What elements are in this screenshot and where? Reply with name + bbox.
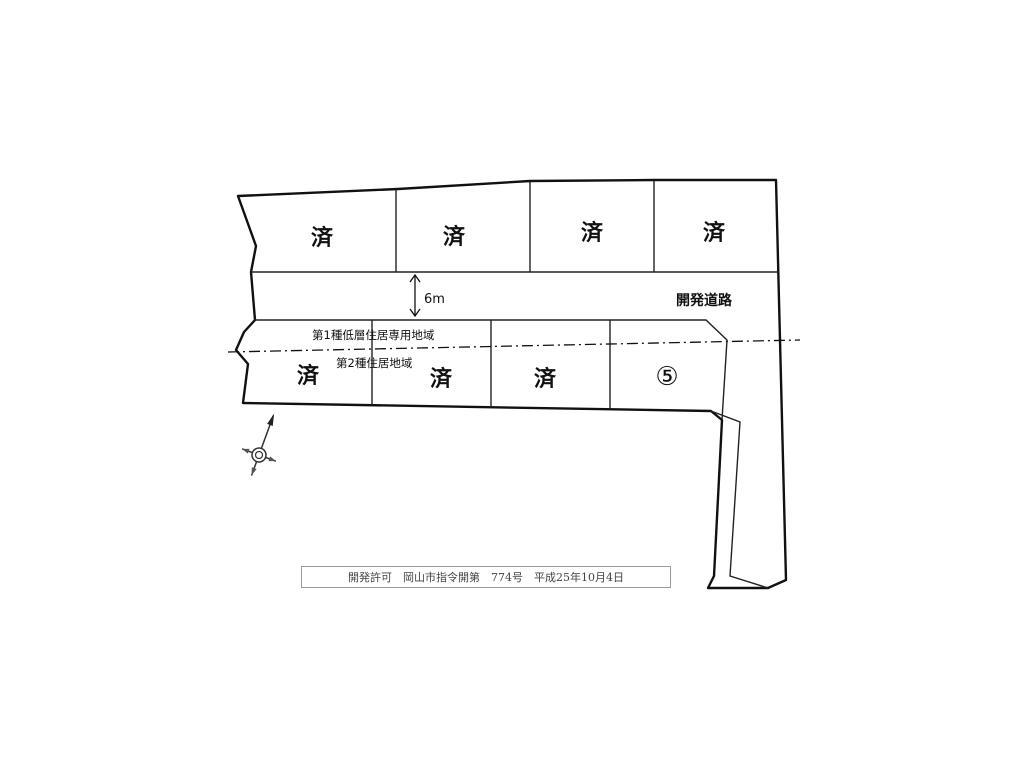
zone-label-lower: 第2種住居地域 — [336, 356, 413, 370]
access-road-inner — [710, 410, 769, 589]
lot-label: 済 — [430, 366, 453, 392]
road-width-arrow — [409, 273, 421, 318]
lot-label: 済 — [534, 366, 557, 392]
road-south-edge — [255, 319, 728, 421]
road-name-label: 開発道路 — [676, 292, 733, 309]
zone-label-upper: 第1種低層住居専用地域 — [312, 328, 435, 342]
lot-label: 済 — [703, 220, 726, 246]
lot-label: 済 — [581, 220, 604, 246]
north-arrow-icon — [241, 413, 277, 476]
lot-label: 済 — [443, 224, 466, 250]
lot-number-5: ⑤ — [655, 362, 678, 392]
permit-info-box: 開発許可 岡山市指令開第 774号 平成25年10月4日 — [301, 566, 671, 588]
lot-label: 済 — [297, 363, 320, 389]
lot-label: 済 — [311, 225, 334, 251]
road-width-label: 6m — [424, 292, 445, 307]
